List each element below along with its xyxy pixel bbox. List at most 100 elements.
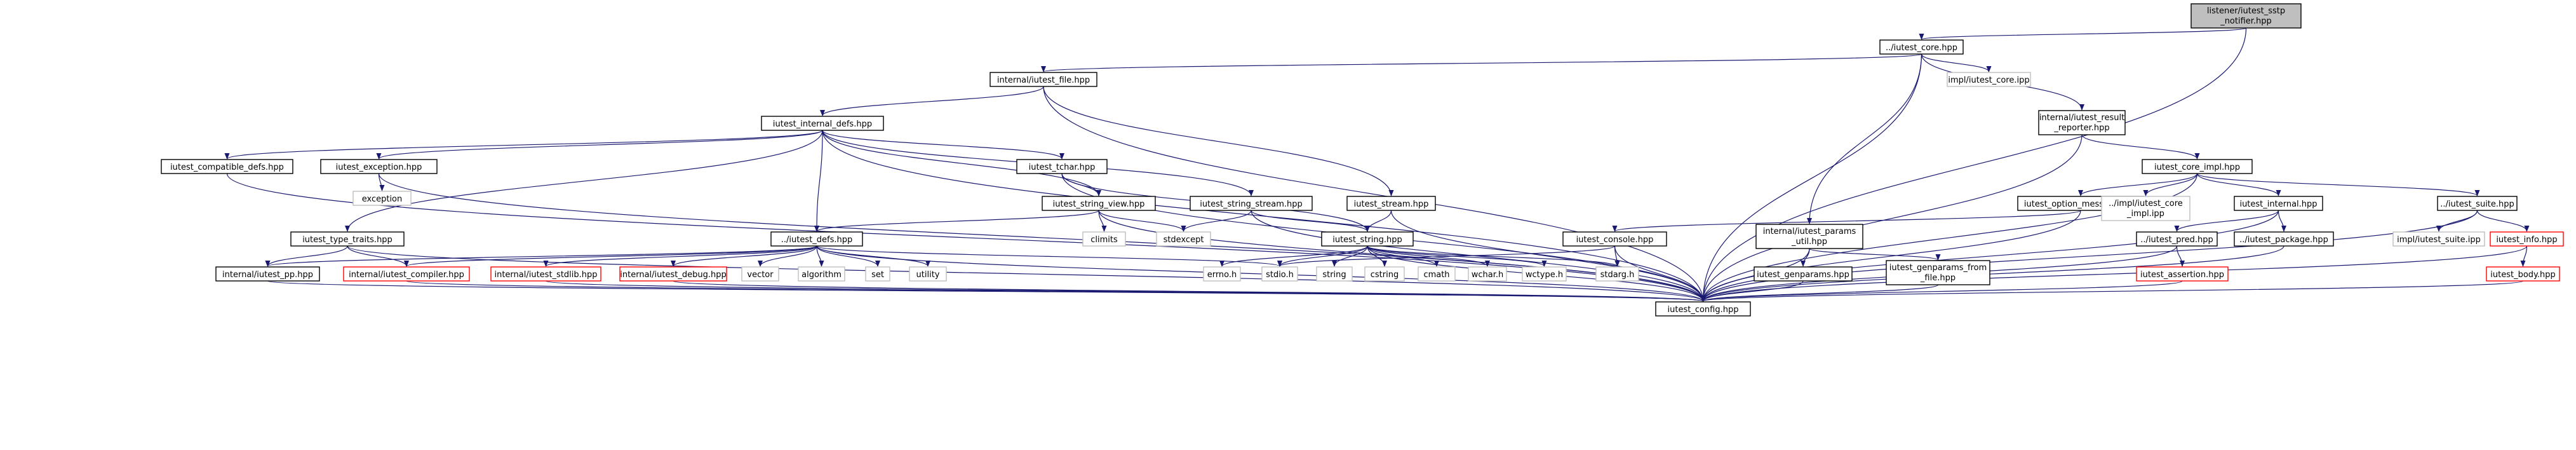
node-exc[interactable]: iutest_exception.hpp (320, 159, 438, 174)
edge-defs-to-compiler (404, 245, 817, 267)
node-label: stdexcept (1164, 235, 1204, 245)
node-defs[interactable]: ../iutest_defs.hpp (770, 231, 863, 247)
edge-defs-to-algorithm (816, 245, 824, 267)
node-label: _util.hpp (1791, 237, 1827, 247)
edge-info-to-config (1700, 245, 2528, 302)
node-gpu[interactable]: internal/iutest_params_util.hpp (1755, 224, 1863, 249)
node-wctype: wctype.h (1522, 266, 1567, 282)
node-vector: vector (741, 266, 779, 282)
node-info[interactable]: iutest_info.hpp (2490, 231, 2564, 247)
node-label: errno.h (1207, 270, 1237, 280)
edge-gpu-to-genparams (1801, 248, 1810, 267)
edge-defs-to-stdio (816, 245, 1282, 267)
node-debug[interactable]: internal/iutest_debug.hpp (619, 266, 727, 282)
node-label: wctype.h (1526, 270, 1563, 280)
edge-defs-to-set (816, 245, 880, 267)
node-config[interactable]: iutest_config.hpp (1655, 301, 1751, 317)
node-label: iutest_string.hpp (1332, 235, 1402, 245)
node-label: algorithm (802, 270, 842, 280)
node-label: iutest_stream.hpp (1354, 200, 1429, 209)
node-label: iutest_body.hpp (2490, 270, 2556, 280)
node-label: iutest_config.hpp (1668, 305, 1739, 315)
node-label: vector (747, 270, 774, 280)
node-label: iutest_console.hpp (1576, 235, 1654, 245)
node-string[interactable]: iutest_string.hpp (1321, 231, 1414, 247)
edge-internal-to-package (2277, 210, 2286, 232)
node-genfile[interactable]: iutest_genparams_from_file.hpp (1886, 260, 1990, 285)
node-genparams[interactable]: iutest_genparams.hpp (1754, 266, 1853, 282)
edge-assertion-to-config (1700, 280, 2183, 302)
node-implcore: ../impl/iutest_core_impl.ipp (2101, 196, 2190, 221)
edge-resrep-to-config (1700, 134, 2083, 302)
edge-stream-to-string (1365, 210, 1392, 232)
node-label: iutest_type_traits.hpp (302, 235, 392, 245)
node-label: iutest_assertion.hpp (2140, 270, 2224, 280)
node-pred[interactable]: ../iutest_pred.hpp (2136, 231, 2218, 247)
node-label: stdarg.h (1600, 270, 1635, 280)
node-strng: string (1316, 266, 1353, 282)
edge-coreimpl-to-suite (2196, 173, 2480, 196)
node-label: _notifier.hpp (2220, 17, 2272, 26)
node-compat[interactable]: iutest_compatible_defs.hpp (161, 159, 293, 174)
node-internal[interactable]: iutest_internal.hpp (2234, 196, 2323, 211)
edge-root-to-core (1919, 27, 2247, 40)
edge-suite-to-config (1700, 210, 2478, 302)
edge-string-to-strng (1332, 245, 1368, 267)
node-compiler[interactable]: internal/iutest_compiler.hpp (343, 266, 470, 282)
edge-file-to-stream (1043, 86, 1394, 196)
nodes-layer: listener/iutest_sstp_notifier.hpp ../iute… (161, 3, 2564, 317)
edge-core-to-config (1700, 53, 1922, 302)
node-assertion[interactable]: iutest_assertion.hpp (2136, 266, 2229, 282)
node-label: internal/iutest_params (1763, 227, 1856, 236)
edge-stdlib-to-config (545, 280, 1705, 302)
node-label: internal/iutest_file.hpp (997, 76, 1090, 85)
node-suite[interactable]: ../iutest_suite.hpp (2437, 196, 2518, 211)
edge-core-to-coreipp (1921, 53, 1992, 72)
node-body[interactable]: iutest_body.hpp (2486, 266, 2560, 282)
node-stream[interactable]: iutest_stream.hpp (1346, 196, 1436, 211)
node-label: exception (362, 194, 403, 204)
edge-svh-to-climits (1098, 210, 1107, 232)
edge-coreimpl-to-implcore (2143, 173, 2198, 196)
node-file[interactable]: internal/iutest_file.hpp (989, 72, 1097, 87)
node-label: listener/iutest_sstp (2207, 6, 2285, 16)
node-cmath: cmath (1418, 266, 1456, 282)
edge-optmsg-to-console (1612, 210, 2081, 232)
edge-file-to-idefs (820, 86, 1044, 116)
node-tchar[interactable]: iutest_tchar.hpp (1016, 159, 1108, 174)
node-svh[interactable]: iutest_string_view.hpp (1042, 196, 1156, 211)
node-label: internal/iutest_compiler.hpp (349, 270, 464, 280)
edge-traits-to-config (347, 245, 1706, 302)
edge-sstream-to-stdexcept (1181, 210, 1252, 232)
node-console[interactable]: iutest_console.hpp (1562, 231, 1667, 247)
node-resrep[interactable]: internal/iutest_result_reporter.hpp (2038, 110, 2126, 135)
node-root[interactable]: listener/iutest_sstp_notifier.hpp (2190, 3, 2302, 29)
node-label: iutest_internal_defs.hpp (773, 119, 872, 129)
edge-genparams-to-config (1700, 280, 1804, 302)
edge-idefs-to-tchar (822, 130, 1064, 160)
node-label: impl/iutest_suite.ipp (2397, 235, 2481, 245)
node-label: iutest_string_view.hpp (1053, 200, 1145, 209)
node-stdlib[interactable]: internal/iutest_stdlib.hpp (490, 266, 601, 282)
node-suiteipp: impl/iutest_suite.ipp (2392, 231, 2485, 247)
node-stdexcept: stdexcept (1156, 231, 1211, 247)
node-traits[interactable]: iutest_type_traits.hpp (290, 231, 405, 247)
node-wchar: wchar.h (1468, 266, 1507, 282)
node-core[interactable]: ../iutest_core.hpp (1879, 39, 1964, 55)
node-exception: exception (352, 191, 412, 206)
node-pp[interactable]: internal/iutest_pp.hpp (215, 266, 320, 282)
node-package[interactable]: ../iutest_package.hpp (2234, 231, 2334, 247)
edge-coreimpl-to-internal (2196, 173, 2281, 196)
edge-defs-to-vector (758, 245, 817, 267)
node-coreimpl[interactable]: iutest_core_impl.hpp (2142, 159, 2253, 174)
node-idefs[interactable]: iutest_internal_defs.hpp (761, 116, 884, 131)
edge-traits-to-compiler (347, 245, 409, 267)
edge-traits-to-pp (265, 245, 348, 267)
edge-svh-to-defs (814, 210, 1099, 232)
node-sstream[interactable]: iutest_string_stream.hpp (1190, 196, 1313, 211)
edge-resrep-to-coreimpl (2081, 134, 2200, 160)
node-label: iutest_tchar.hpp (1029, 163, 1096, 172)
edge-stream-to-config (1390, 210, 1706, 302)
edge-string-to-stdarg (1367, 245, 1620, 267)
